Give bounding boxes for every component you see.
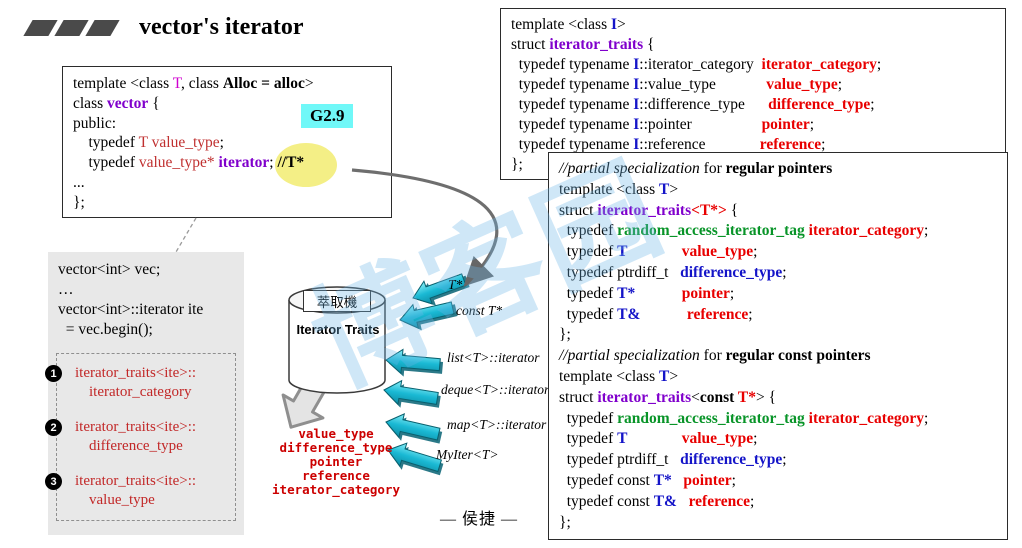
input-type-label: MyIter<T>	[436, 447, 499, 462]
slide-header: vector's iterator	[23, 14, 304, 41]
output-type-label: pointer	[309, 454, 363, 469]
output-type-label: difference_type	[279, 440, 393, 455]
input-arrow-icon	[385, 348, 444, 377]
code-line: struct iterator_traits {	[511, 36, 655, 53]
iterator-traits-primary-code: template <class I> struct iterator_traits…	[511, 15, 995, 175]
input-arrow-icon	[399, 301, 458, 331]
item-number-badge: 3	[45, 473, 62, 490]
traits-query-item: 1 iterator_traits<ite>:: iterator_catego…	[45, 364, 231, 402]
version-badge: G2.9	[301, 104, 354, 128]
query-line: iterator_category	[89, 384, 192, 400]
item-number-badge: 2	[45, 419, 62, 436]
query-line: value_type	[89, 492, 155, 508]
author-signature: — 侯捷 —	[440, 511, 519, 528]
code-line: template <class T>	[559, 367, 679, 385]
code-line: typedef typename I::value_type value_typ…	[511, 76, 843, 93]
input-type-label: T*	[448, 277, 463, 292]
code-line: typedef T* pointer;	[559, 284, 735, 302]
code-line: struct iterator_traits<T*> {	[559, 201, 739, 219]
code-line: };	[559, 513, 571, 531]
code-line: typedef value_type* iterator; //T*	[73, 154, 305, 172]
input-type-label: deque<T>::iterator	[441, 382, 550, 397]
code-line: vector<int> vec;	[58, 261, 161, 278]
output-type-label: reference	[302, 468, 370, 483]
code-line: };	[73, 193, 85, 211]
output-type-label: value_type	[298, 426, 374, 441]
code-line: typedef typename I::iterator_category it…	[511, 56, 882, 73]
dashed-connector-line	[175, 217, 197, 253]
code-line: vector<int>::iterator ite	[58, 301, 204, 318]
input-type-label: list<T>::iterator	[447, 350, 540, 365]
code-line: };	[559, 326, 571, 344]
iterator-traits-primary-box: template <class I> struct iterator_traits…	[500, 8, 1006, 180]
machine-label: 萃取機	[303, 290, 371, 312]
code-line: //partial specialization for regular con…	[559, 347, 871, 365]
code-line: struct iterator_traits<const T*> {	[559, 388, 777, 406]
input-type-label: const T*	[456, 303, 503, 318]
code-line: template <class T>	[559, 180, 679, 198]
vector-class-code-box: template <class T, class Alloc = alloc> c…	[62, 66, 392, 218]
code-line: …	[58, 281, 74, 298]
code-line: typedef T value_type;	[559, 430, 758, 448]
title-decoration-icon	[85, 19, 120, 36]
iterator-traits-specialization-code: //partial specialization for regular poi…	[559, 159, 997, 533]
code-line: typedef typename I::reference reference;	[511, 136, 826, 153]
page-title: vector's iterator	[139, 14, 304, 40]
query-line: iterator_traits<ite>::	[75, 365, 197, 381]
code-line: typedef T& reference;	[559, 305, 753, 323]
input-type-label: map<T>::iterator	[447, 417, 547, 432]
input-arrow-icon	[383, 379, 441, 408]
code-line: typedef ptrdiff_t difference_type;	[559, 451, 787, 469]
item-number-badge: 1	[45, 365, 62, 382]
code-line: typedef T value_type;	[73, 134, 224, 152]
machine-title: Iterator Traits	[296, 322, 380, 337]
query-line: iterator_traits<ite>::	[75, 473, 197, 489]
code-line: typedef const T* pointer;	[559, 471, 736, 489]
output-type-label: iterator_category	[272, 482, 400, 497]
query-line: difference_type	[89, 438, 183, 454]
traits-query-item: 3 iterator_traits<ite>:: value_type	[45, 472, 231, 510]
yellow-highlight-ellipse	[275, 143, 337, 187]
input-arrow-icon	[385, 413, 443, 444]
code-line: template <class I>	[511, 16, 626, 33]
code-line: typedef random_access_iterator_tag itera…	[559, 409, 929, 427]
code-line: typedef typename I::pointer pointer;	[511, 116, 815, 133]
code-line: typedef random_access_iterator_tag itera…	[559, 222, 929, 240]
query-line: iterator_traits<ite>::	[75, 419, 197, 435]
traits-output-list: value_type difference_type pointer refer…	[256, 427, 416, 497]
usage-code: vector<int> vec;…vector<int>::iterator i…	[58, 260, 238, 340]
vector-class-code: template <class T, class Alloc = alloc> c…	[73, 74, 381, 213]
code-line: public:	[73, 114, 117, 132]
code-line: //partial specialization for regular poi…	[559, 160, 833, 177]
traits-queries-box: 1 iterator_traits<ite>:: iterator_catego…	[45, 353, 236, 521]
code-line: template <class T, class Alloc = alloc>	[73, 75, 314, 92]
code-line: typedef ptrdiff_t difference_type;	[559, 263, 787, 281]
title-decoration-icon	[54, 19, 89, 36]
code-line: typedef const T& reference;	[559, 492, 755, 510]
input-arrow-icon	[387, 442, 444, 476]
code-line: typedef typename I::difference_type diff…	[511, 96, 875, 113]
code-line: typedef T value_type;	[559, 243, 758, 261]
title-decoration-icon	[23, 19, 58, 36]
code-line: ...	[73, 173, 85, 191]
code-line: class vector {	[73, 94, 160, 112]
traits-query-item: 2 iterator_traits<ite>:: difference_type	[45, 418, 231, 456]
usage-panel: vector<int> vec;…vector<int>::iterator i…	[45, 252, 244, 535]
iterator-traits-specialization-box: //partial specialization for regular poi…	[548, 152, 1008, 540]
code-line: = vec.begin();	[58, 321, 153, 338]
code-line: };	[511, 156, 523, 173]
